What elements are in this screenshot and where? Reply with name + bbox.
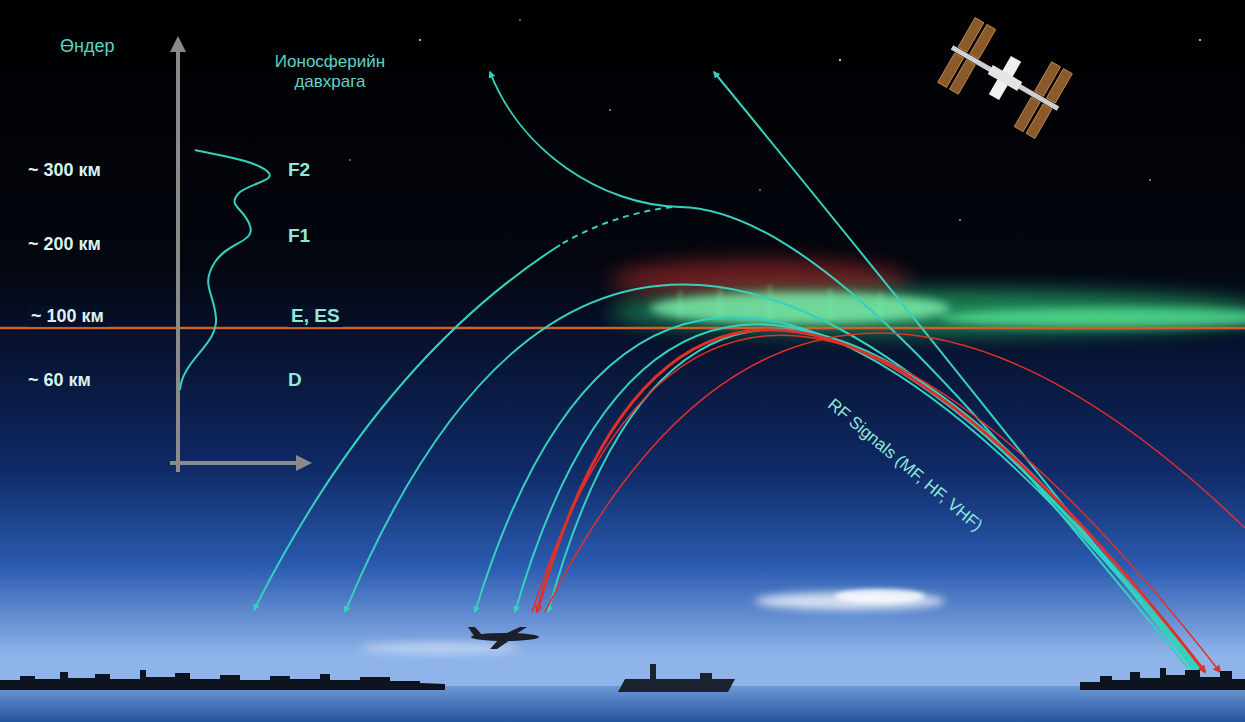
solar-panel: [949, 60, 975, 95]
layer-name: D: [288, 369, 302, 391]
altitude-axis: [176, 50, 180, 472]
layer-name: E, ES: [288, 305, 343, 327]
space-station: [933, 15, 1076, 141]
solar-panel: [1046, 69, 1072, 104]
solar-panel: [970, 24, 996, 59]
signal-rays: [254, 72, 1245, 672]
layer-heading: Ионосферийн давхрага: [260, 52, 400, 91]
cloud: [835, 589, 925, 603]
layer-name: F1: [288, 225, 310, 247]
solar-panel: [1026, 104, 1052, 139]
dashed-ray: [560, 207, 672, 245]
plane-wing: [500, 627, 527, 636]
aurora-streak: [719, 286, 722, 320]
escaping-ray: [490, 72, 1188, 668]
altitude-label: ~ 100 км: [28, 306, 107, 327]
density-profile: [180, 150, 270, 390]
plane-wing: [490, 638, 513, 649]
iss-module: [988, 65, 1023, 91]
aurora-streak: [679, 290, 682, 318]
axis-arrowhead: [296, 455, 312, 471]
airplane: [468, 627, 539, 649]
aurora-streak: [879, 292, 882, 318]
reflected-ray: [548, 329, 1200, 670]
ship: [618, 664, 735, 692]
density-axis: [170, 461, 298, 465]
star: [519, 19, 520, 20]
altitude-label: ~ 200 км: [28, 234, 101, 255]
signal-label: RF Signals (MF, HF, VHF): [824, 395, 986, 536]
ship-mast: [650, 664, 656, 679]
e-layer-line: [0, 327, 1245, 330]
star: [1149, 179, 1151, 181]
ship-hull: [618, 673, 735, 692]
city-skyline: [0, 670, 445, 690]
reflected-ray-red: [537, 330, 1205, 672]
star: [1199, 39, 1201, 41]
reflected-ray: [475, 317, 1196, 670]
star: [959, 219, 961, 221]
layer-name: F2: [288, 159, 310, 181]
reflected-ray: [515, 324, 1198, 670]
reflected-ray-red: [545, 333, 1245, 612]
star: [419, 39, 421, 41]
layer-glow: [0, 324, 1245, 332]
altitude-label: ~ 60 км: [28, 370, 91, 391]
sky-background: [0, 0, 1245, 690]
altitude-label: ~ 300 км: [28, 160, 101, 181]
star: [609, 109, 611, 111]
axis-arrowhead: [170, 36, 186, 52]
reflected-ray-red: [532, 335, 1220, 672]
refracted-ray: [254, 245, 560, 610]
reflected-ray: [345, 284, 1195, 670]
star: [349, 159, 350, 160]
star: [839, 59, 841, 61]
aurora-streak: [769, 284, 772, 322]
plane-tail: [468, 627, 482, 636]
axis-label: Өндер: [60, 36, 114, 57]
city-skyline: [1080, 668, 1245, 690]
aurora-streak: [829, 288, 832, 320]
stars: [349, 19, 1201, 221]
star: [759, 189, 760, 190]
